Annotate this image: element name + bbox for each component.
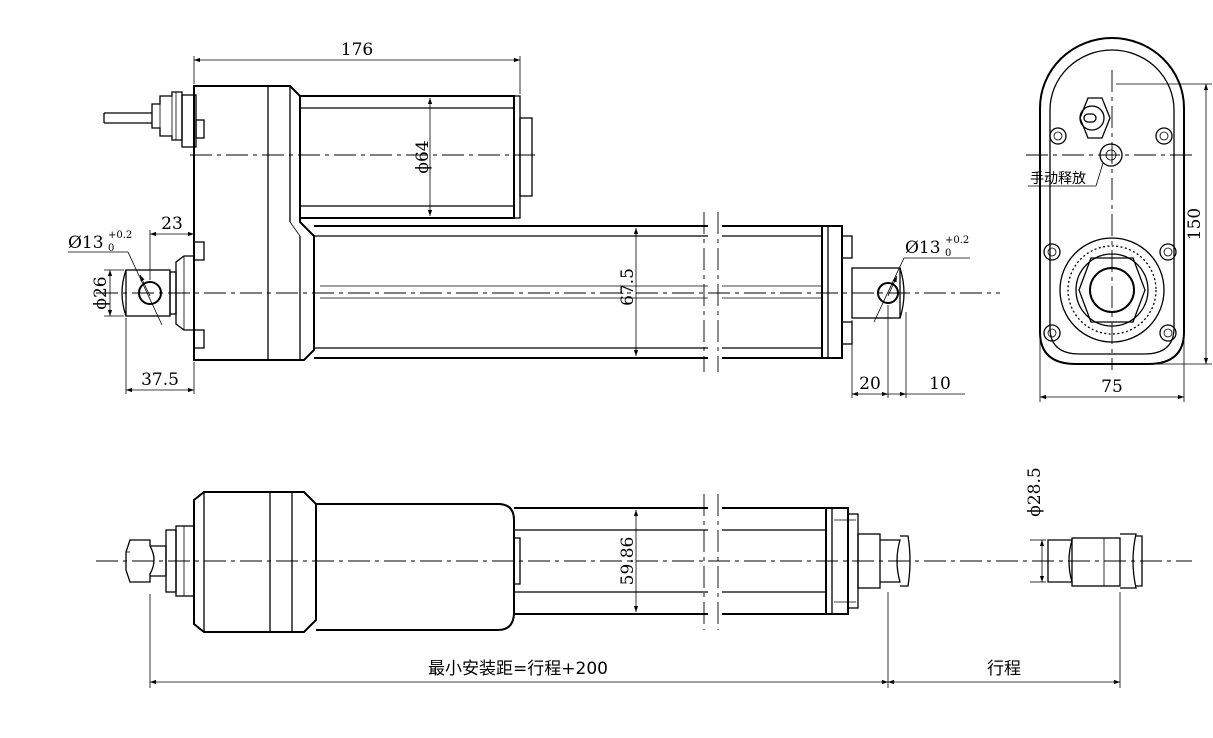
- dim-end-width: 75: [1101, 377, 1123, 397]
- outer-tube: [314, 212, 822, 372]
- side-view: 176 ϕ64 67.5 23 Ø13 +0.2 0: [68, 40, 1000, 398]
- dim-rear-hole-diameter: Ø13: [68, 233, 104, 253]
- dim-rear-length: 37.5: [141, 370, 179, 390]
- dim-front-clevis: 20 10: [851, 305, 965, 398]
- dim-front-hole-offset: 10: [929, 374, 951, 394]
- dim-motor-diameter: ϕ64: [413, 140, 433, 173]
- motor: [299, 95, 533, 219]
- label-manual-release: 手动释放: [1030, 171, 1086, 187]
- dim-front-clevis-length: 20: [859, 374, 881, 394]
- dim-176: 176: [193, 40, 521, 94]
- dim-end-height: 150: [1185, 208, 1205, 240]
- dim-top-length: 176: [341, 40, 373, 60]
- dim-67-5: 67.5: [618, 228, 639, 356]
- rod-detail: ϕ28.5: [1025, 467, 1143, 589]
- dim-37-5: 37.5: [125, 318, 195, 394]
- dim-front-hole-diameter: Ø13: [905, 238, 941, 258]
- dim-tube-width: 59.86: [618, 537, 638, 586]
- dim-front-tol-lower: 0: [945, 248, 951, 259]
- front-rod-end: [821, 225, 905, 359]
- top-view: 59.86 ϕ28.5 最小安装距=行程+200 行程: [96, 467, 1192, 688]
- end-view: 手动释放 150 75: [1026, 37, 1212, 402]
- dim-front-tol-upper: +0.2: [945, 235, 969, 246]
- gear-housing: [193, 85, 315, 361]
- dim-tube-height: 67.5: [618, 268, 638, 306]
- dim-rear-tol-upper: +0.2: [108, 230, 132, 241]
- dim-rear-clevis-diameter: ϕ26: [91, 276, 111, 309]
- dim-rear-hole: 23 Ø13 +0.2 0: [68, 214, 195, 326]
- dim-rod-diameter: ϕ28.5: [1025, 467, 1045, 516]
- dim-phi64: ϕ64: [413, 98, 433, 216]
- label-min-install-distance: 最小安装距=行程+200: [428, 659, 608, 679]
- dim-phi26: ϕ26: [91, 269, 124, 317]
- dim-rear-tol-lower: 0: [108, 243, 114, 254]
- dim-rear-offset: 23: [161, 214, 183, 234]
- cable: [103, 91, 205, 148]
- label-stroke: 行程: [987, 659, 1021, 679]
- dim-front-hole: Ø13 +0.2 0: [873, 235, 970, 323]
